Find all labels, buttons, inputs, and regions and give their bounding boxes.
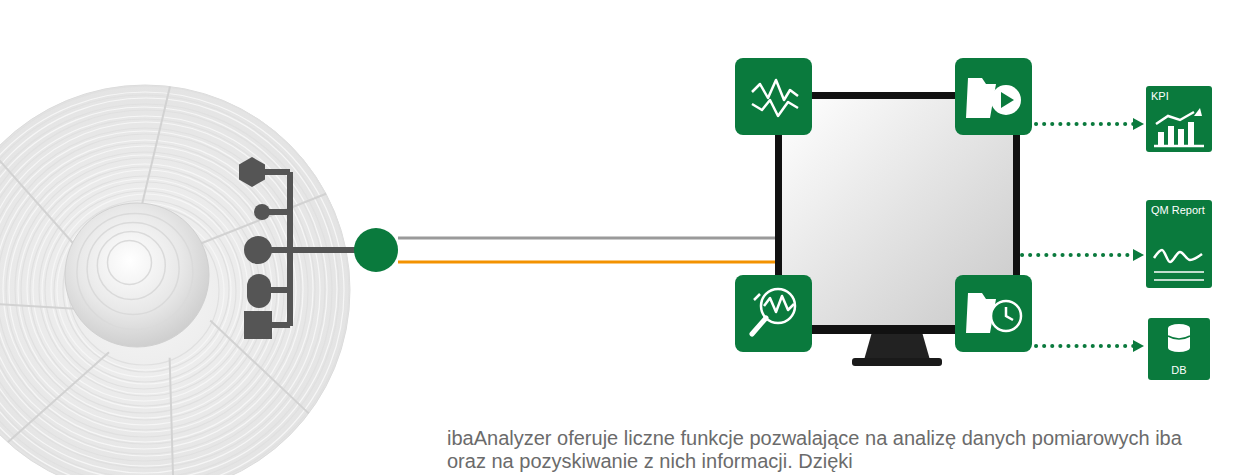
tile-background: [1146, 86, 1212, 152]
output-arrows: [1022, 118, 1144, 352]
signal-arrows: [398, 232, 798, 268]
coil-winding: [27, 170, 265, 408]
coil-seam: [0, 301, 75, 309]
coil-winding: [21, 167, 267, 413]
function-tile: [735, 275, 812, 352]
coil-winding: [30, 176, 260, 406]
coil-eye-ring: [87, 223, 179, 315]
coil-winding: [54, 200, 236, 382]
coil-winding: [0, 107, 327, 473]
function-tile: [955, 275, 1032, 352]
description-text: ibaAnalyzer oferuje liczne funkcje pozwa…: [447, 427, 1195, 473]
coil-seam: [200, 194, 326, 244]
coil-winding: [18, 164, 272, 418]
output-tile: KPI: [1146, 86, 1212, 152]
coil-eye: [65, 203, 209, 347]
data-arrow: [398, 261, 788, 264]
output-tile: QM Report: [1146, 200, 1212, 288]
coil-winding: [0, 98, 337, 475]
coil-eye-ring: [108, 241, 152, 285]
data-arrow: [398, 237, 788, 240]
coil-winding: [0, 104, 332, 475]
bus-line: [262, 169, 290, 175]
tile-label: QM Report: [1151, 204, 1207, 216]
coil-winding: [0, 86, 349, 475]
junction-dot: [354, 228, 398, 272]
db-icon: [1168, 324, 1190, 352]
coil-seam: [8, 352, 109, 442]
dotted-arrow: [1036, 344, 1134, 348]
arrow-head: [1133, 249, 1144, 261]
coil-winding: [39, 182, 253, 396]
analysis-icon: [752, 289, 795, 334]
playback-icon: [966, 78, 1021, 118]
function-tile: [735, 58, 812, 135]
signal-symbols: [239, 157, 360, 339]
coil-winding: [0, 131, 303, 449]
tile-background: [1146, 200, 1212, 288]
coil-winding: [0, 116, 320, 466]
function-tiles: [735, 58, 1032, 352]
coil-winding: [0, 134, 301, 444]
output-tile: DB: [1148, 318, 1210, 380]
coil-body: [0, 85, 350, 475]
square-symbol: [244, 311, 272, 339]
tile-label: DB: [1153, 364, 1205, 376]
pill-symbol: [247, 274, 271, 308]
coil-winding: [51, 194, 241, 384]
arrow-head: [1133, 118, 1144, 130]
coil-winding: [42, 188, 248, 394]
coil-seam: [0, 153, 83, 254]
arrow-head: [1133, 340, 1144, 352]
function-tile: [955, 58, 1032, 135]
signal-icon: [752, 80, 798, 116]
coil-eye-ring: [97, 232, 165, 300]
coil-winding: [0, 140, 296, 442]
coil-winding: [0, 128, 308, 454]
tile-label: KPI: [1151, 90, 1207, 102]
coil-winding: [57, 203, 231, 377]
circle-symbol: [254, 204, 270, 220]
monitor-base: [852, 358, 942, 366]
dotted-arrow: [1022, 253, 1134, 257]
coil-winding: [45, 191, 243, 389]
monitor-stand: [864, 332, 930, 360]
circle-symbol: [244, 236, 272, 264]
coil-winding: [15, 158, 277, 420]
coil-seam: [170, 358, 174, 475]
bus-line: [262, 247, 360, 253]
dotted-arrow: [1036, 122, 1134, 126]
kpi-icon: [1154, 108, 1204, 146]
hexagon-symbol: [239, 157, 265, 187]
wire-coil: [0, 85, 350, 475]
tile-background: [1148, 318, 1210, 380]
coil-seam: [139, 87, 170, 219]
coil-eye-ring: [77, 214, 193, 330]
qm-icon: [1154, 250, 1204, 280]
scheduler-icon: [966, 293, 1021, 333]
coil-winding: [0, 119, 315, 461]
coil-winding: [33, 179, 255, 401]
coil-winding: [0, 122, 313, 456]
